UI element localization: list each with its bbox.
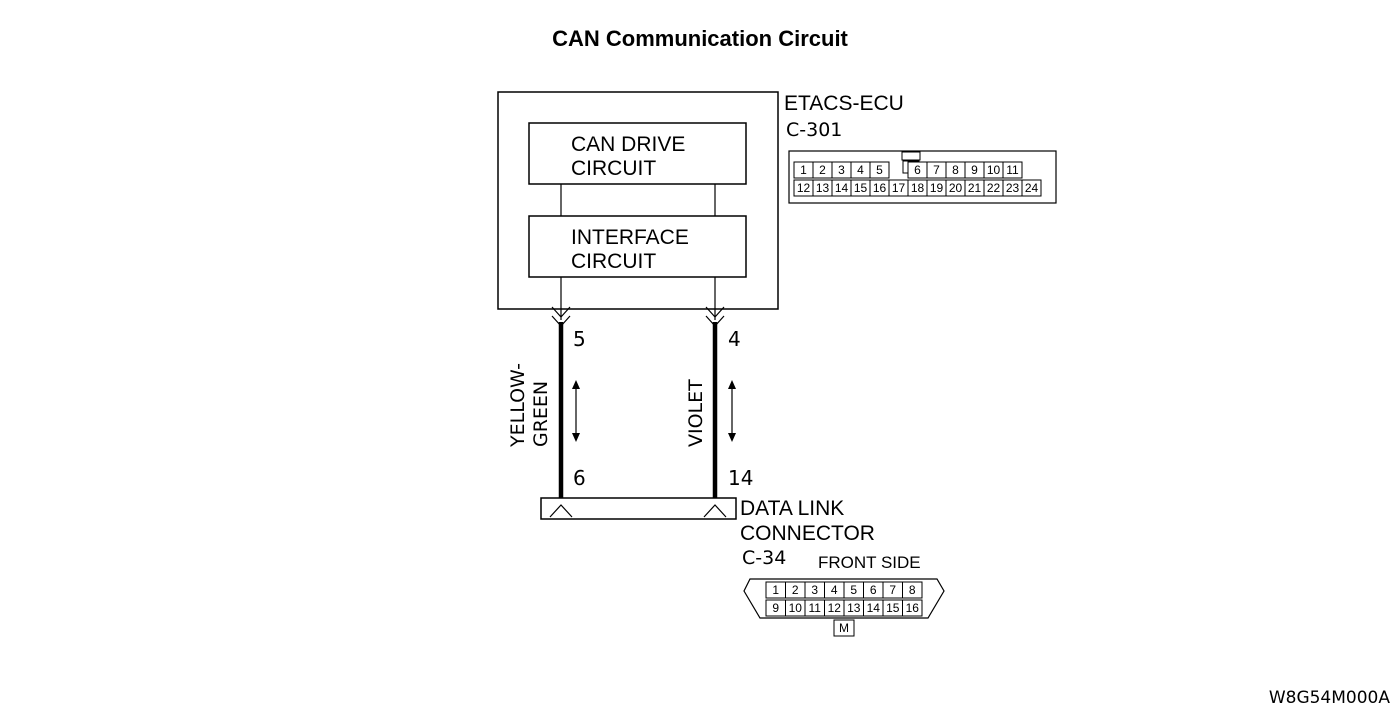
dlc-name-line1: DATA LINK — [740, 497, 844, 520]
c301-top-pin-label: 10 — [987, 163, 1001, 177]
interface-line1: INTERFACE — [571, 226, 689, 249]
c301-bottom-pin-label: 22 — [987, 181, 1001, 195]
c301-bottom-pin-label: 17 — [892, 181, 906, 195]
c34-bottom-pin-label: 16 — [906, 601, 920, 615]
ecu-pin-right: 4 — [728, 327, 741, 351]
c301-top-pin-label: 2 — [819, 163, 826, 177]
dlc-terminal-left-icon — [549, 504, 573, 518]
dlc-pin-right: 14 — [728, 466, 753, 490]
dlc-pin-left: 6 — [573, 466, 586, 490]
c34-bottom-cell — [902, 599, 923, 617]
c301-bottom-pin-label: 16 — [873, 181, 887, 195]
c301-bottom-pin-label: 21 — [968, 181, 982, 195]
c301-bottom-pin-label: 12 — [797, 181, 811, 195]
wire-color-left-line2: GREEN — [530, 381, 552, 447]
c301-bottom-pin-label: 13 — [816, 181, 830, 195]
dlc-name-line2: CONNECTOR — [740, 522, 875, 545]
dlc-front-side-label: FRONT SIDE — [818, 553, 921, 572]
c34-top-pin-label: 5 — [850, 583, 857, 597]
c34-top-pin-label: 6 — [870, 583, 877, 597]
c34-bottom-pin-label: 11 — [809, 601, 822, 615]
ecu-connector-label: C-301 — [786, 119, 842, 141]
bidirectional-arrow-left-icon — [572, 380, 580, 442]
c301-top-pin-label: 11 — [1006, 163, 1019, 177]
can-drive-line1: CAN DRIVE — [571, 133, 685, 156]
wire-color-left-line1: YELLOW- — [507, 363, 529, 448]
c301-bottom-pin-label: 20 — [949, 181, 963, 195]
figure-code: W8G54M000A — [1269, 688, 1391, 708]
diagram-title: CAN Communication Circuit — [552, 26, 848, 51]
c301-top-pin-label: 5 — [876, 163, 883, 177]
c301-top-pin-label: 7 — [933, 163, 940, 177]
c34-bottom-pin-label: 12 — [828, 601, 842, 615]
data-link-connector-box — [540, 497, 737, 520]
c34-top-pin-label: 3 — [811, 583, 818, 597]
c34-top-pin-label: 1 — [772, 583, 779, 597]
c34-top-cell — [902, 581, 923, 599]
c301-bottom-pin-label: 15 — [854, 181, 868, 195]
c34-bottom-pin-label: 9 — [772, 601, 779, 615]
interface-line2: CIRCUIT — [571, 250, 656, 273]
c301-bottom-pin-label: 18 — [911, 181, 925, 195]
c301-bottom-pin-label: 23 — [1006, 181, 1020, 195]
dlc-terminal-right-icon — [703, 504, 727, 518]
c34-top-pin-label: 2 — [792, 583, 799, 597]
c34-bottom-pin-label: 15 — [886, 601, 900, 615]
c301-top-pin-label: 3 — [838, 163, 845, 177]
c34-top-pin-label: 8 — [909, 583, 916, 597]
can-drive-circuit-block — [528, 122, 747, 185]
c301-top-pin-label: 9 — [971, 163, 978, 177]
wire-color-right: VIOLET — [685, 379, 707, 447]
ecu-pin-left: 5 — [573, 327, 586, 351]
c301-bottom-pin-label: 19 — [930, 181, 944, 195]
c301-top-cell — [1002, 161, 1023, 179]
c34-top-pin-label: 7 — [889, 583, 896, 597]
ecu-name: ETACS-ECU — [784, 92, 904, 115]
c301-bottom-cell — [1021, 179, 1042, 197]
c34-bottom-pin-label: 13 — [847, 601, 861, 615]
c34-bottom-pin-label: 10 — [789, 601, 803, 615]
can-drive-line2: CIRCUIT — [571, 157, 656, 180]
c301-top-pin-label: 1 — [800, 163, 807, 177]
c301-bottom-pin-label: 24 — [1025, 181, 1039, 195]
c301-top-pin-label: 8 — [952, 163, 959, 177]
c301-top-cell — [869, 161, 890, 179]
interface-circuit-block — [528, 215, 747, 278]
c301-top-pin-label: 6 — [914, 163, 921, 177]
dlc-connector-label: C-34 — [742, 547, 786, 569]
c34-top-pin-label: 4 — [831, 583, 838, 597]
dlc-mark: M — [839, 621, 849, 635]
c301-bottom-pin-label: 14 — [835, 181, 849, 195]
c301-top-pin-label: 4 — [857, 163, 864, 177]
bidirectional-arrow-right-icon — [728, 380, 736, 442]
c34-bottom-pin-label: 14 — [867, 601, 881, 615]
